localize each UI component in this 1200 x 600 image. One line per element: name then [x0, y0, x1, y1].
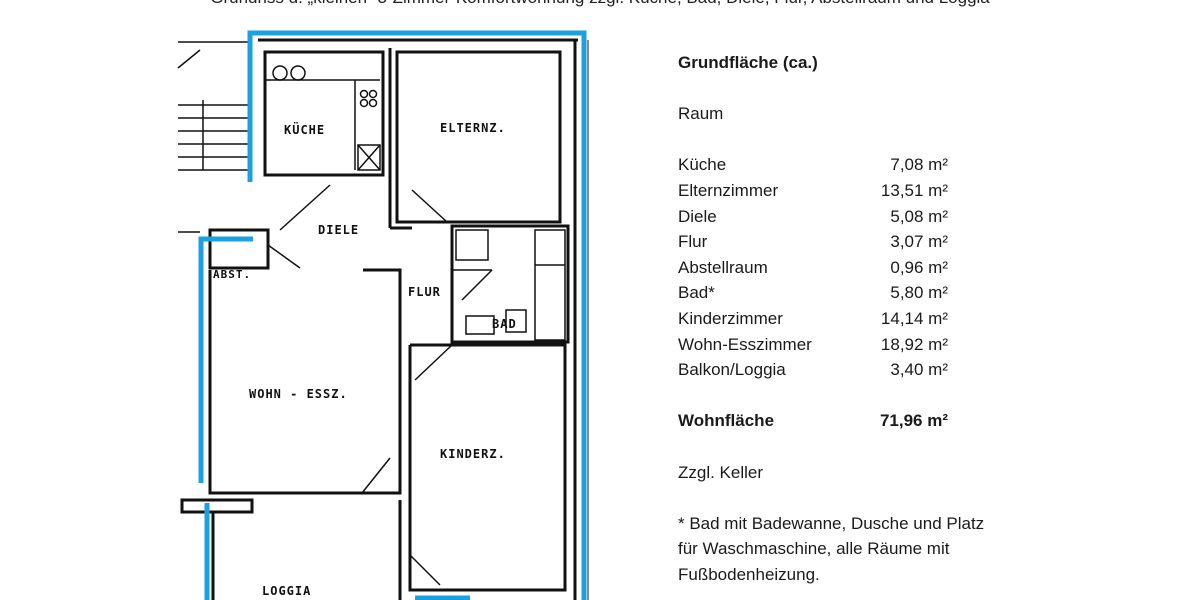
extra-note: Zzgl. Keller: [678, 462, 764, 482]
total-area: 71,96 m²: [879, 411, 948, 431]
room-name: Abstellraum: [678, 257, 768, 277]
stove-icon: [272, 65, 378, 108]
apartment-outline: [198, 30, 587, 600]
room-list: Küche 7,08 m² Elternzimmer 13,51 m² Diele 5,0…: [678, 152, 978, 382]
room-row: Balkon/Loggia 3,40 m²: [678, 357, 948, 383]
label-loggia: LOGGIA: [262, 584, 311, 598]
panel-heading: Grundfläche (ca.): [678, 53, 818, 72]
total-row: Wohnfläche 71,96 m²: [678, 408, 948, 434]
walls: [177, 38, 589, 600]
column-label: Raum: [678, 104, 724, 124]
room-name: Balkon/Loggia: [678, 360, 786, 380]
room-row: Bad* 5,80 m²: [678, 280, 948, 306]
room-row: Elternzimmer 13,51 m²: [678, 178, 948, 204]
label-flur: FLUR: [408, 285, 441, 299]
room-area: 7,08 m²: [890, 155, 948, 175]
room-area: 5,08 m²: [890, 206, 948, 226]
room-area: 0,96 m²: [890, 257, 948, 277]
label-diele: DIELE: [318, 223, 359, 237]
room-row: Küche 7,08 m²: [678, 152, 948, 178]
room-area: 3,40 m²: [890, 360, 948, 380]
room-name: Küche: [678, 155, 727, 175]
room-row: Kinderzimmer 14,14 m²: [678, 306, 948, 332]
room-name: Elternzimmer: [678, 180, 779, 200]
room-name: Wohn-Esszimmer: [678, 334, 812, 354]
area-panel: Grundfläche (ca.) Raum Küche 7,08 m² Elter…: [678, 50, 984, 587]
room-area: 13,51 m²: [880, 180, 948, 200]
plan-caption: Grundriss d. „kleinen“ 3-Zimmer-Komfortw…: [0, 0, 1200, 8]
label-elternz: ELTERNZ.: [440, 121, 506, 135]
room-name: Diele: [678, 206, 717, 226]
label-kinderz: KINDERZ.: [440, 447, 506, 461]
footnote: * Bad mit Badewanne, Dusche und Platz fü…: [678, 513, 985, 584]
total-label: Wohnfläche: [678, 411, 775, 431]
room-name: Bad*: [678, 283, 715, 303]
room-row: Flur 3,07 m²: [678, 229, 948, 255]
label-bad: BAD: [492, 317, 517, 331]
room-row: Abstellraum 0,96 m²: [678, 255, 948, 281]
room-row: Wohn-Esszimmer 18,92 m²: [678, 332, 948, 358]
label-kueche: KÜCHE: [284, 122, 325, 137]
room-area: 5,80 m²: [890, 283, 948, 303]
label-wohn: WOHN - ESSZ.: [249, 387, 348, 401]
label-abst: ABST.: [213, 268, 251, 281]
room-name: Flur: [678, 232, 708, 252]
room-area: 3,07 m²: [890, 232, 948, 252]
room-row: Diele 5,08 m²: [678, 204, 948, 230]
room-area: 14,14 m²: [880, 308, 948, 328]
room-area: 18,92 m²: [880, 334, 948, 354]
room-name: Kinderzimmer: [678, 308, 783, 328]
